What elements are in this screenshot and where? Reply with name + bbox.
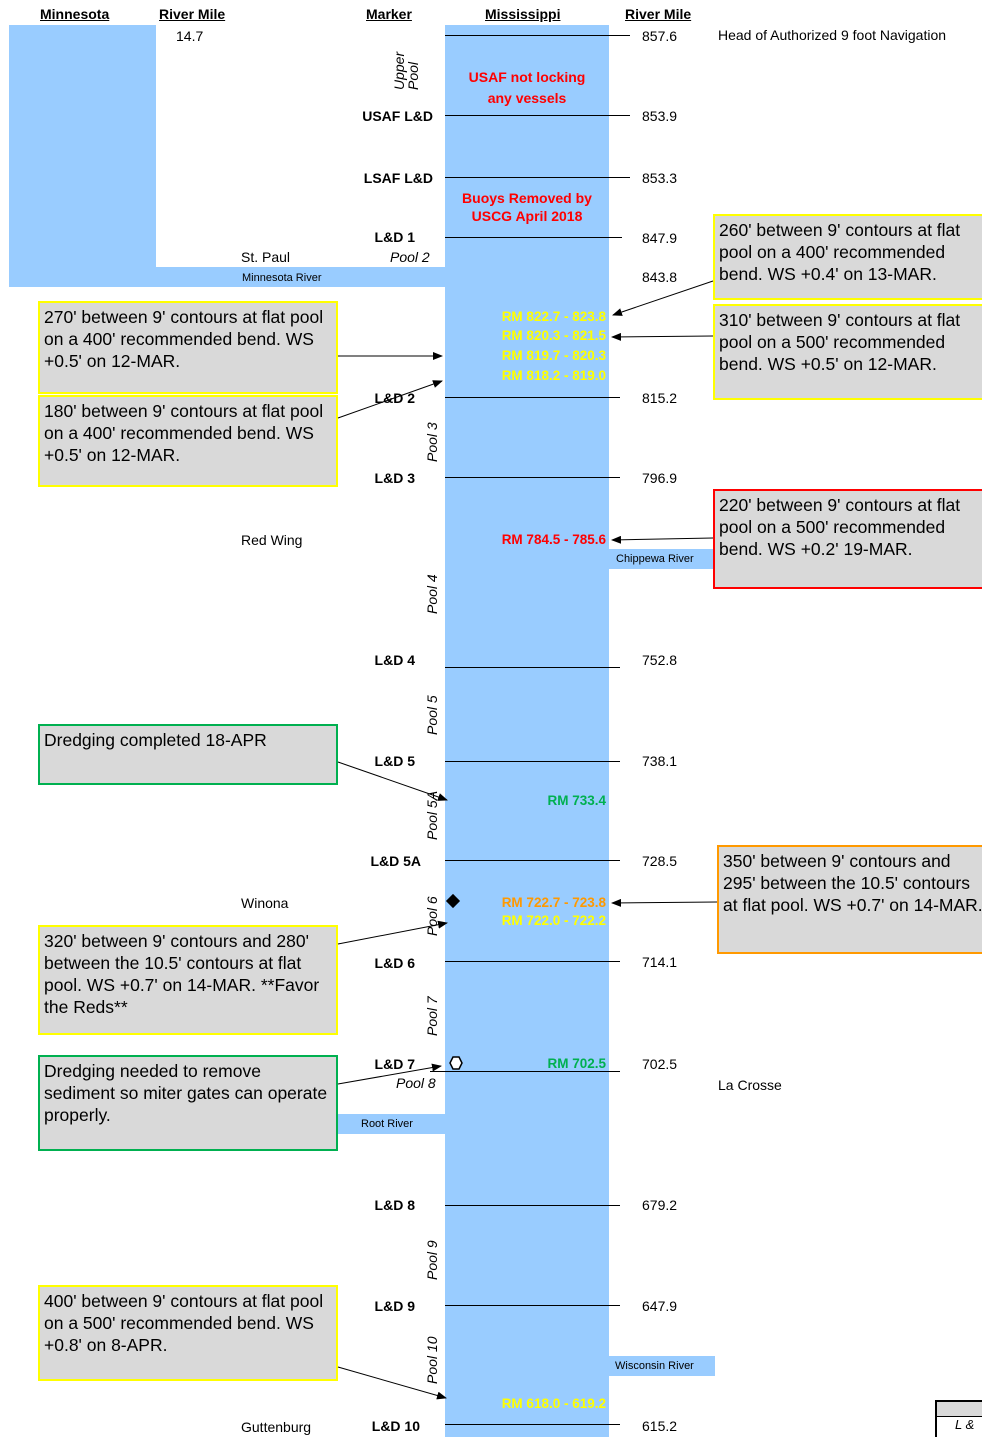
lock-ld3: L&D 3 (374, 470, 415, 486)
reach-822: RM 822.7 - 823.8 (501, 309, 606, 324)
city-guttenburg: Guttenburg (241, 1419, 312, 1435)
pool-4: Pool 4 (424, 574, 440, 614)
lock-ld10: L&D 10 (371, 1418, 420, 1434)
tributary-root: Root River (337, 1114, 445, 1134)
line-702 (430, 1071, 620, 1072)
reach-733: RM 733.4 (547, 793, 606, 808)
line-796 (445, 477, 620, 478)
tributary-chippewa: Chippewa River (609, 549, 715, 569)
lock-ld5a: L&D 5A (370, 853, 421, 869)
header-minnesota: Minnesota (40, 6, 110, 22)
lock-ld6: L&D 6 (374, 955, 415, 971)
pool-3: Pool 3 (424, 422, 440, 462)
minnesota-river-upper (9, 25, 156, 287)
line-857 (445, 35, 630, 36)
mile-853-3: 853.3 (642, 170, 678, 186)
header-marker: Marker (366, 6, 412, 22)
line-679 (445, 1205, 620, 1206)
city-winona: Winona (241, 895, 289, 911)
mile-738-1: 738.1 (642, 753, 678, 769)
lock-ld4: L&D 4 (374, 652, 415, 668)
callout-box-400: 400' between 9' contours at flat pool on… (38, 1285, 338, 1381)
reach-618: RM 618.0 - 619.2 (501, 1396, 606, 1411)
header-river-mile: River Mile (625, 6, 692, 22)
city-st-paul: St. Paul (241, 249, 291, 265)
mile-615-2: 615.2 (642, 1418, 678, 1434)
reach-818: RM 818.2 - 819.0 (501, 368, 606, 383)
pool-2: Pool 2 (390, 249, 430, 265)
mile-752-8: 752.8 (642, 652, 678, 668)
line-615 (445, 1424, 620, 1425)
line-847 (445, 237, 622, 238)
reach-820: RM 820.3 - 821.5 (501, 328, 606, 343)
lock-usaf: USAF L&D (362, 108, 433, 124)
callout-box-180: 180' between 9' contours at flat pool on… (38, 395, 338, 487)
tributary-wisconsin: Wisconsin River (609, 1356, 715, 1376)
header-river-mile-mn: River Mile (159, 6, 226, 22)
pool-10: Pool 10 (424, 1336, 440, 1384)
header-mississippi: Mississippi (485, 6, 561, 22)
pool-8: Pool 8 (396, 1075, 436, 1091)
pool-5a: Pool 5A (424, 790, 440, 840)
tributary-minnesota: Minnesota River (240, 270, 324, 286)
lock-ld1: L&D 1 (374, 229, 415, 245)
mississippi-river (445, 25, 609, 1437)
legend-fragment: L & (935, 1400, 982, 1437)
line-714 (445, 961, 620, 962)
head-navigation-note: Head of Authorized 9 foot Navigation (718, 27, 947, 43)
reach-784: RM 784.5 - 785.6 (501, 532, 606, 547)
city-la-crosse: La Crosse (718, 1077, 782, 1093)
mile-857-6: 857.6 (642, 28, 678, 44)
line-647 (445, 1305, 620, 1306)
callout-box-320: 320' between 9' contours and 280' betwee… (38, 925, 338, 1035)
reach-722-0: RM 722.0 - 722.2 (501, 913, 606, 928)
line-815 (445, 397, 620, 398)
lock-ld8: L&D 8 (374, 1197, 415, 1213)
callout-box-dredging-completed: Dredging completed 18-APR (38, 724, 338, 785)
mile-815-2: 815.2 (642, 390, 678, 406)
mile-843-8: 843.8 (642, 269, 678, 285)
lock-ld2: L&D 2 (374, 390, 415, 406)
lock-lsaf: LSAF L&D (363, 170, 433, 186)
minnesota-river-channel (9, 267, 445, 287)
line-853-9 (445, 115, 630, 116)
callout-box-dredging-needed: Dredging needed to remove sediment so mi… (38, 1055, 338, 1151)
mile-847-9: 847.9 (642, 230, 678, 246)
city-red-wing: Red Wing (241, 532, 303, 548)
reach-722-7: RM 722.7 - 723.8 (501, 895, 606, 910)
mile-853-9: 853.9 (642, 108, 678, 124)
lock-ld5: L&D 5 (374, 753, 415, 769)
line-853-3 (445, 177, 630, 178)
pool-9: Pool 9 (424, 1240, 440, 1280)
callout-box-310: 310' between 9' contours at flat pool on… (713, 304, 982, 400)
line-752 (445, 667, 620, 668)
pool-upper: Upper Pool (391, 51, 421, 90)
mile-702-5: 702.5 (642, 1056, 678, 1072)
callout-box-270: 270' between 9' contours at flat pool on… (38, 301, 338, 394)
lock-ld7: L&D 7 (374, 1056, 415, 1072)
mile-714-1: 714.1 (642, 954, 678, 970)
callout-box-260: 260' between 9' contours at flat pool on… (713, 214, 982, 300)
reach-819: RM 819.7 - 820.3 (501, 348, 606, 363)
pool-7: Pool 7 (424, 996, 440, 1036)
mile-647-9: 647.9 (642, 1298, 678, 1314)
pool-6: Pool 6 (424, 896, 440, 936)
reach-702: RM 702.5 (547, 1056, 606, 1071)
lock-ld9: L&D 9 (374, 1298, 415, 1314)
mile-796-9: 796.9 (642, 470, 678, 486)
line-728 (445, 860, 620, 861)
mile-679-2: 679.2 (642, 1197, 678, 1213)
callout-box-350: 350' between 9' contours and 295' betwee… (717, 845, 982, 954)
callout-box-220: 220' between 9' contours at flat pool on… (713, 489, 982, 589)
line-738 (445, 761, 620, 762)
pool-5: Pool 5 (424, 695, 440, 735)
mn-river-mile: 14.7 (176, 28, 204, 44)
mile-728-5: 728.5 (642, 853, 678, 869)
